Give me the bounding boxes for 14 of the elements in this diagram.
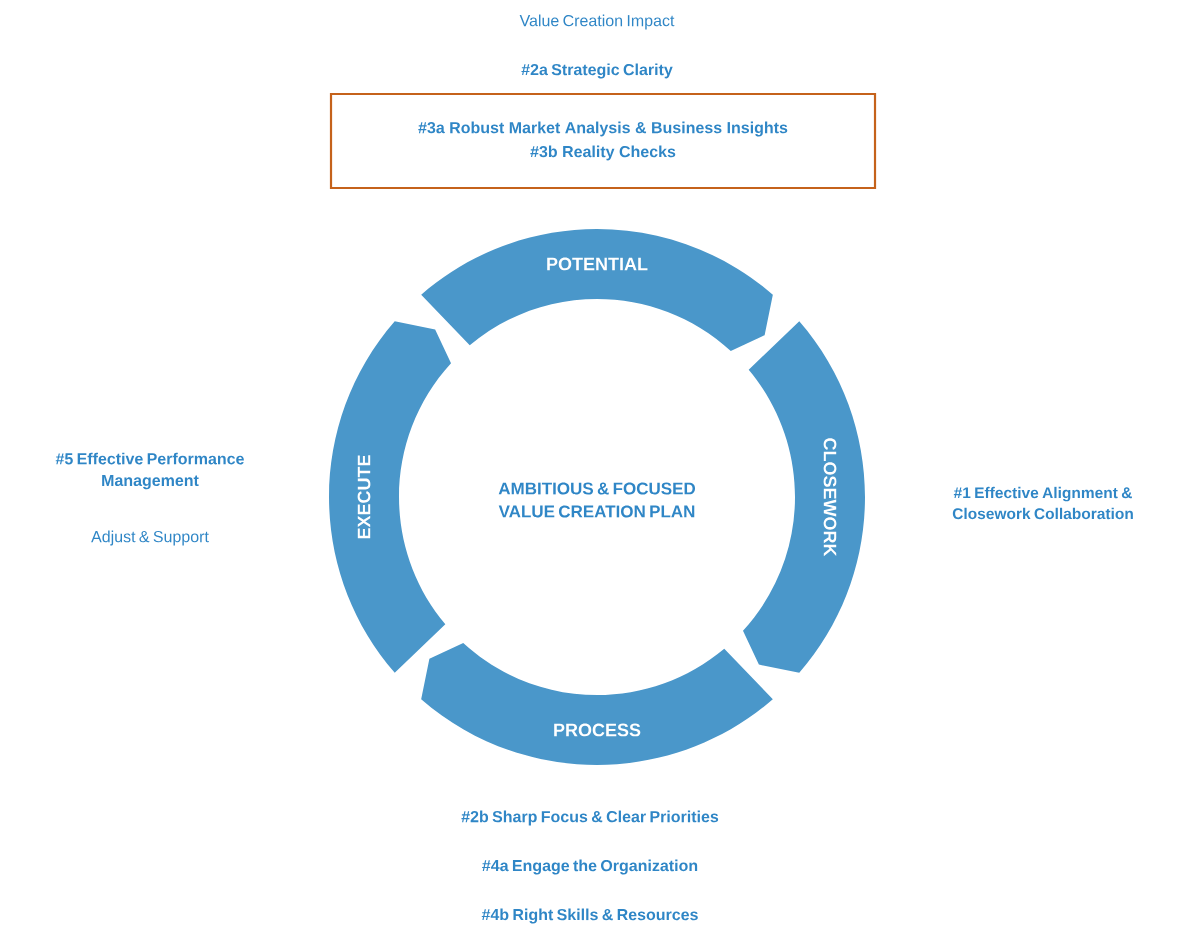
- text-label: #2b Sharp Focus & Clear Priorities: [461, 810, 719, 826]
- cycle-arrow-segment: POTENTIAL: [421, 229, 773, 351]
- highlight-box: #3a Robust Market Analysis & Business Insights #3b Reality Checks: [329, 92, 877, 190]
- text-label: AMBITIOUS & FOCUSED VALUE CREATION PLAN: [498, 482, 695, 518]
- text-label: #1 Effective Alignment & Closework Collaboration: [952, 486, 1133, 520]
- cycle-arrow-segment: PROCESS: [421, 643, 773, 765]
- text-label: #5 Effective Performance Management: [55, 452, 244, 490]
- cycle-arrow-segment: EXECUTE: [329, 321, 452, 673]
- text-label: Value Creation Impact: [519, 14, 675, 30]
- cycle-arrow-segment: CLOSEWORK: [743, 321, 865, 673]
- text-label: #4b Right Skills & Resources: [481, 908, 698, 924]
- text-label: #4a Engage the Organization: [482, 859, 698, 875]
- text-label: Adjust & Support: [91, 530, 209, 546]
- text-label: #2a Strategic Clarity: [521, 63, 673, 79]
